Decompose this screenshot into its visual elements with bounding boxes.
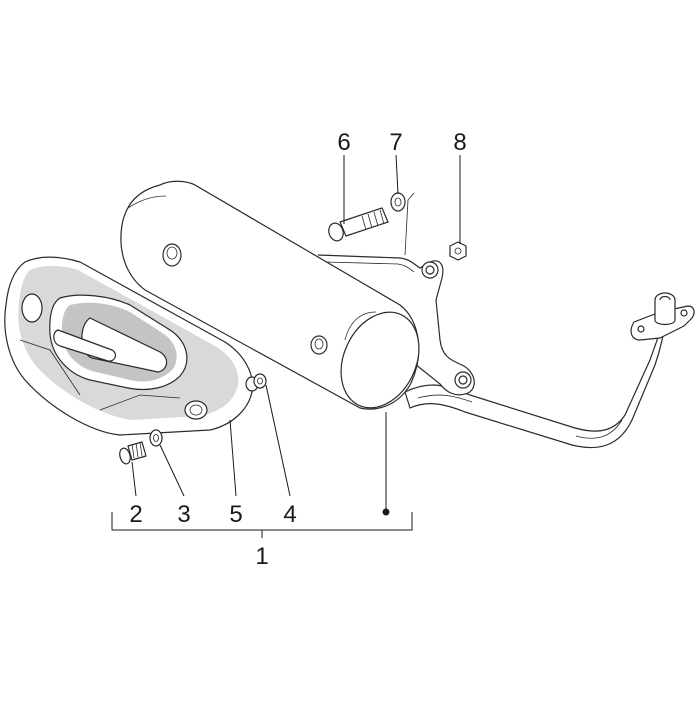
callout-7: 7	[389, 129, 402, 156]
nut-8	[449, 241, 467, 261]
callout-5: 5	[229, 501, 242, 528]
assembly-bracket	[111, 508, 413, 538]
bolt-2	[119, 441, 147, 465]
callout-3: 3	[177, 501, 190, 528]
callout-8: 8	[453, 129, 466, 156]
leader-lines	[131, 154, 461, 512]
leader-dot	[382, 508, 390, 516]
callout-1: 1	[255, 543, 268, 570]
callout-6: 6	[337, 129, 350, 156]
pipe-flange	[630, 292, 695, 341]
callout-4: 4	[283, 501, 296, 528]
callout-2: 2	[129, 501, 142, 528]
washer-7	[390, 192, 406, 212]
callouts: 1 2 3 4 5 6 7 8	[129, 129, 466, 570]
grommet-4	[245, 373, 267, 392]
heat-shield-cover	[4, 256, 254, 436]
bolt-6	[328, 207, 389, 242]
muffler-body	[120, 180, 420, 410]
washer-3	[149, 429, 163, 447]
